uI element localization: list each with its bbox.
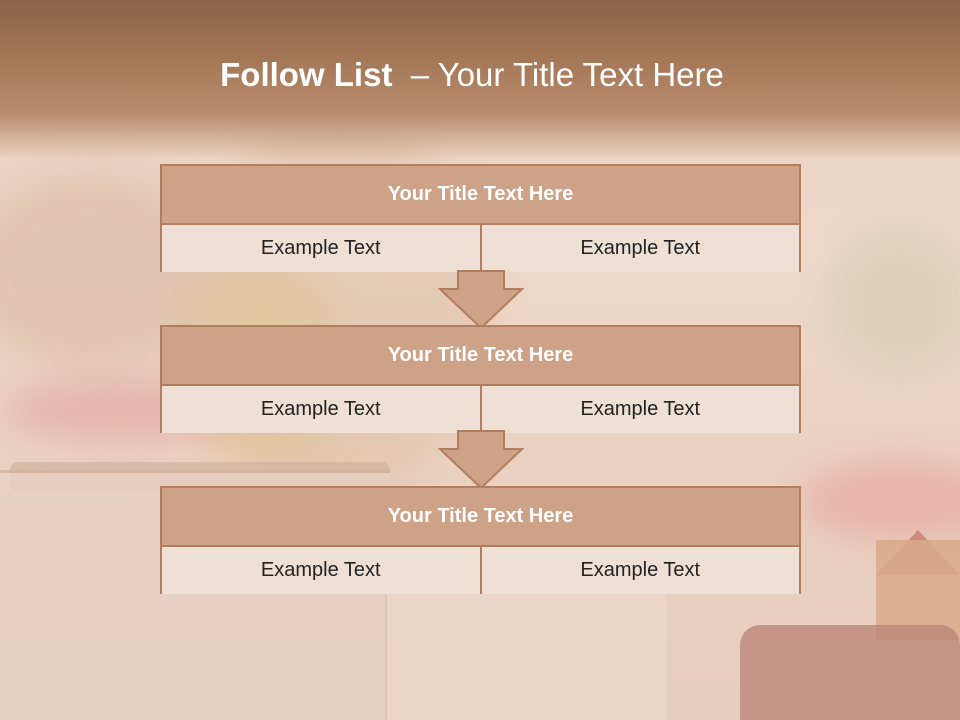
block-cell-right[interactable]: Example Text [479,547,799,594]
block-row: Example Text Example Text [162,386,799,433]
block-cell-right[interactable]: Example Text [479,386,799,433]
block-row: Example Text Example Text [162,547,799,594]
block-cell-left[interactable]: Example Text [162,225,480,272]
background-tree [830,230,960,370]
background-toy-house [876,540,960,640]
block-cell-right[interactable]: Example Text [479,225,799,272]
block-title[interactable]: Your Title Text Here [162,166,799,225]
block-title[interactable]: Your Title Text Here [162,327,799,386]
slide-title-rest: – Your Title Text Here [392,56,724,93]
title-banner [0,0,960,160]
down-arrow-icon[interactable] [438,270,524,330]
background-cloth [740,625,960,720]
list-block-2[interactable]: Your Title Text Here Example Text Exampl… [160,325,801,433]
down-arrow-icon[interactable] [438,430,524,490]
block-title[interactable]: Your Title Text Here [162,488,799,547]
block-cell-left[interactable]: Example Text [162,386,480,433]
list-block-1[interactable]: Your Title Text Here Example Text Exampl… [160,164,801,272]
slide-title[interactable]: Follow List – Your Title Text Here [0,52,944,98]
block-row: Example Text Example Text [162,225,799,272]
list-block-3[interactable]: Your Title Text Here Example Text Exampl… [160,486,801,594]
background-flowers-right [800,460,960,540]
slide-title-bold: Follow List [220,56,393,93]
block-cell-left[interactable]: Example Text [162,547,480,594]
